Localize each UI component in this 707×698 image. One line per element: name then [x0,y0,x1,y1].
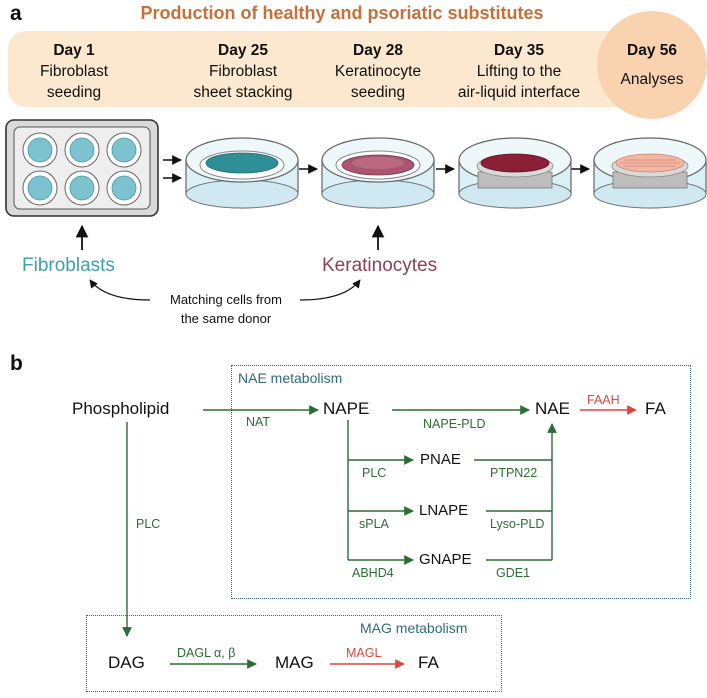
step-day35: Day 35 Lifting to the air-liquid interfa… [440,40,598,103]
enzyme-plc-inner: PLC [362,466,387,480]
mag-metabolism-title: MAG metabolism [360,620,468,636]
enzyme-faah: FAAH [587,393,620,407]
step-day28-desc2: seeding [350,84,406,101]
step-day35-desc1: Lifting to the [476,63,562,80]
matching-cells-note: Matching cells from the same donor [146,290,306,328]
step-day1-desc2: seeding [46,84,102,101]
node-fa-bottom: FA [418,653,439,672]
enzyme-lyso-pld: Lyso-PLD [490,517,545,531]
step-day25-day: Day 25 [218,42,268,59]
enzyme-gde1: GDE1 [496,566,531,580]
mag-metabolism-box [86,615,502,692]
enzyme-plc-left: PLC [136,517,161,531]
node-mag: MAG [275,653,314,672]
enzyme-nape-pld: NAPE-PLD [423,417,486,431]
node-dag: DAG [108,653,145,672]
keratinocytes-label: Keratinocytes [322,255,438,276]
enzyme-spla: sPLA [359,517,389,531]
node-gnape: GNAPE [419,551,472,568]
node-nae: NAE [535,399,570,418]
step-day28-desc1: Keratinocyte [334,63,422,80]
enzyme-ptpn22: PTPN22 [490,466,538,480]
step-day25-desc2: sheet stacking [193,84,293,101]
step-day28-day: Day 28 [353,42,403,59]
dish-fibroblast-sheets [185,137,299,209]
node-lnape: LNAPE [419,502,469,519]
matching-cells-note-line1: Matching cells from [170,292,282,307]
timeline-band [8,31,648,107]
dish-air-liquid [458,137,572,209]
fibroblasts-label: Fibroblasts [22,255,115,276]
enzyme-abhd4: ABHD4 [352,566,394,580]
nae-metabolism-box [231,365,691,599]
six-well-plate [5,119,159,217]
step-day35-day: Day 35 [494,42,544,59]
step-day1: Day 1 Fibroblast seeding [18,40,130,103]
panel-b-letter: b [10,352,23,375]
enzyme-dagl: DAGL α, β [177,646,236,660]
step-day56: Day 56 Analyses [607,40,697,90]
step-day56-day: Day 56 [627,42,677,59]
step-day25: Day 25 Fibroblast sheet stacking [178,40,308,103]
step-day56-desc1: Analyses [620,71,684,88]
node-fa-top: FA [645,399,666,418]
panel-a-title: Production of healthy and psoriatic subs… [140,3,544,23]
step-day28: Day 28 Keratinocyte seeding [318,40,438,103]
step-day25-desc1: Fibroblast [208,63,278,80]
enzyme-magl: MAGL [346,646,382,660]
step-day1-day: Day 1 [53,42,95,59]
step-day35-desc2: air-liquid interface [457,84,581,101]
dish-keratinocyte-seeding [321,137,435,209]
enzyme-nat: NAT [246,415,271,429]
step-day1-desc1: Fibroblast [39,63,109,80]
dish-analyses [593,137,707,209]
matching-cells-note-line2: the same donor [180,311,272,326]
node-pnae: PNAE [420,451,461,468]
day56-circle [597,11,707,119]
nae-metabolism-title: NAE metabolism [238,370,343,386]
node-nape: NAPE [323,399,370,418]
panel-a-letter: a [10,2,22,25]
node-phospholipid: Phospholipid [72,399,170,418]
